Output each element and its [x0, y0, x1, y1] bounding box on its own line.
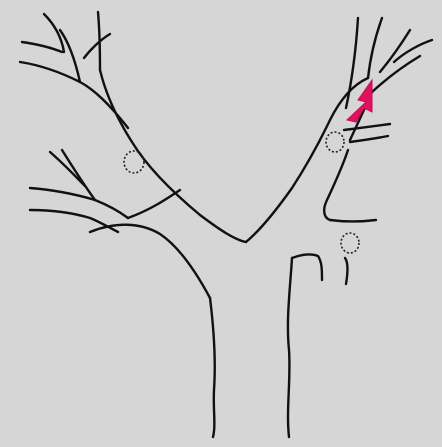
trunk — [210, 258, 292, 437]
right-upper-branches — [346, 18, 432, 108]
left-side-branches — [30, 150, 180, 232]
cut-scar-right — [326, 132, 344, 152]
cut-scar-left — [124, 151, 144, 173]
cut-scar-lower-right — [341, 233, 359, 253]
right-limb — [246, 78, 376, 242]
left-upper-branches — [20, 12, 128, 128]
left-limb — [90, 70, 246, 298]
right-side-branches — [292, 124, 390, 284]
